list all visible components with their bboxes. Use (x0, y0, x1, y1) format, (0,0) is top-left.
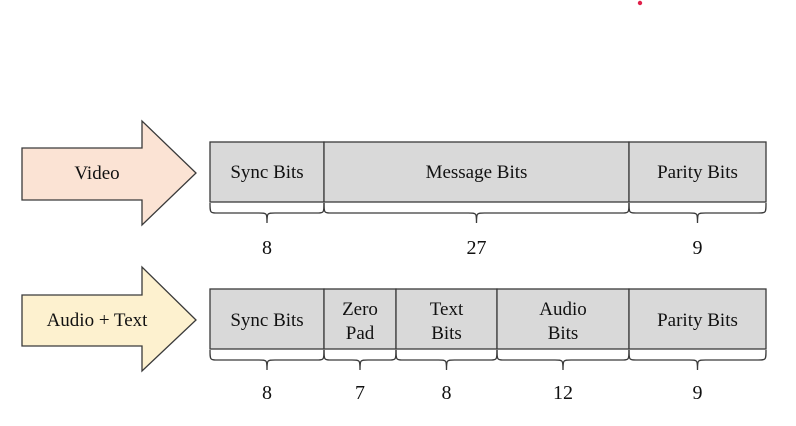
segment-label: Sync Bits (230, 162, 303, 183)
brace (628, 202, 767, 224)
brace (323, 202, 630, 224)
segment-label: Zero (342, 299, 378, 320)
bit-count: 9 (693, 382, 703, 404)
segment-label: Audio (539, 299, 587, 320)
brace (395, 349, 498, 371)
segment-box (209, 141, 325, 203)
segment-label: Pad (346, 323, 375, 344)
arrow-audio-text (21, 265, 197, 373)
brace (209, 202, 325, 224)
arrow-video (21, 119, 197, 227)
segment-label: Sync Bits (230, 310, 303, 331)
bit-count: 8 (442, 382, 452, 404)
brace (496, 349, 630, 371)
brace (323, 349, 397, 371)
segment-label: Bits (431, 323, 462, 344)
segment-label: Text (430, 299, 464, 320)
accent-dot (637, 0, 643, 6)
brace (209, 349, 325, 371)
brace (628, 349, 767, 371)
bit-count: 12 (553, 382, 573, 404)
arrow-label-audio-text: Audio + Text (47, 310, 149, 331)
bit-count: 8 (262, 382, 272, 404)
segment-label: Bits (548, 323, 579, 344)
row-video: Video Sync Bits 8 Message Bits 27 Parity Bits… (21, 119, 767, 259)
segment-label: Parity Bits (657, 310, 738, 331)
bit-count: 7 (355, 382, 365, 404)
segment-label: Parity Bits (657, 162, 738, 183)
segment-box (628, 141, 767, 203)
segment-box (323, 288, 397, 350)
bit-count: 27 (467, 237, 487, 259)
segment-box (496, 288, 630, 350)
segment-box (628, 288, 767, 350)
segment-label: Message Bits (426, 162, 528, 183)
arrow-label-video: Video (74, 163, 119, 184)
bit-count: 8 (262, 237, 272, 259)
segment-box (209, 288, 325, 350)
bit-count: 9 (693, 237, 703, 259)
segment-box (395, 288, 498, 350)
